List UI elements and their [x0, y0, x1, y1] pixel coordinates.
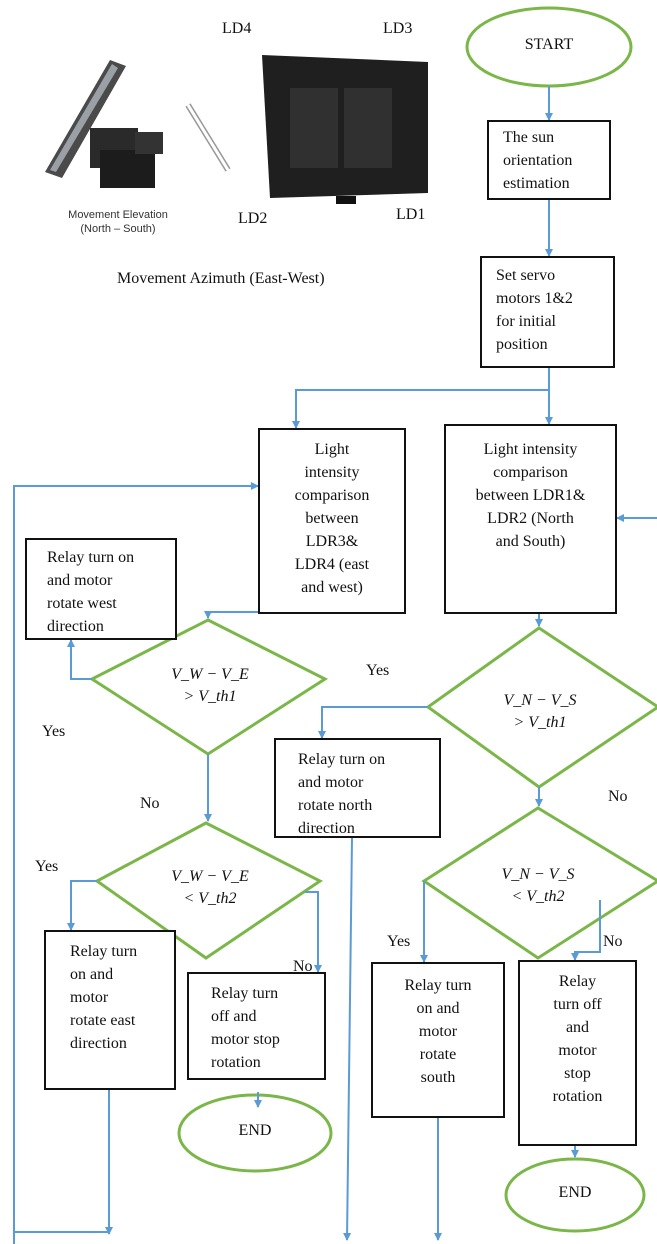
relay-south-box: Relay turn on and motor rotate south [371, 962, 505, 1118]
relay-north-box: Relay turn on and motor rotate north dir… [274, 738, 441, 838]
no-label-ns-lt: No [603, 933, 623, 950]
compare-north-south-box: Light intensity comparison between LDR1&… [444, 424, 617, 614]
end-terminal-right [504, 1157, 646, 1233]
no-label-ns-gt: No [608, 788, 628, 805]
yes-label-we-lt: Yes [35, 858, 59, 875]
relay-west-box: Relay turn on and motor rotate west dire… [25, 538, 177, 640]
end-label-right: END [558, 1184, 592, 1201]
ld4-label: LD4 [222, 20, 252, 37]
decision-we-lt-text: V_W − V_E < V_th2 [171, 868, 249, 907]
azimuth-caption: Movement Azimuth (East-West) [117, 270, 325, 287]
ld1-label: LD1 [396, 206, 426, 223]
decision-diamond-ns-lt [421, 806, 657, 960]
yes-label-we-gt: Yes [42, 723, 66, 740]
compare-east-west-box: Light intensity comparison between LDR3&… [258, 428, 406, 614]
decision-diamond-we-lt [94, 821, 323, 960]
end-terminal-left [177, 1093, 333, 1173]
no-label-we-gt: No [140, 795, 160, 812]
decision-we-gt-text: V_W − V_E > V_th1 [171, 666, 249, 705]
ld3-label: LD3 [383, 20, 413, 37]
no-label-we-lt: No [293, 958, 313, 975]
sun-estimation-box: The sun orientation estimation [487, 120, 611, 200]
tracker-photo-top [262, 55, 428, 204]
relay-stop-right-box: Relay turn off and motor stop rotation [518, 960, 637, 1146]
start-label: START [524, 36, 574, 53]
relay-stop-left-box: Relay turn off and motor stop rotation [187, 972, 326, 1080]
relay-east-box: Relay turn on and motor rotate east dire… [44, 930, 176, 1090]
end-label-left: END [238, 1122, 272, 1139]
set-servo-box: Set servo motors 1&2 for initial positio… [480, 256, 615, 368]
yes-label-ns-lt: Yes [387, 933, 411, 950]
ld2-label: LD2 [238, 210, 268, 227]
elevation-caption: Movement Elevation (North – South) [68, 209, 168, 235]
double-arrow-icon [185, 103, 231, 172]
decision-ns-lt-text: V_N − V_S < V_th2 [501, 866, 575, 905]
tracker-photo-side [45, 60, 163, 188]
yes-label-ns-gt: Yes [366, 662, 390, 679]
decision-ns-gt-text: V_N − V_S > V_th1 [503, 692, 577, 731]
